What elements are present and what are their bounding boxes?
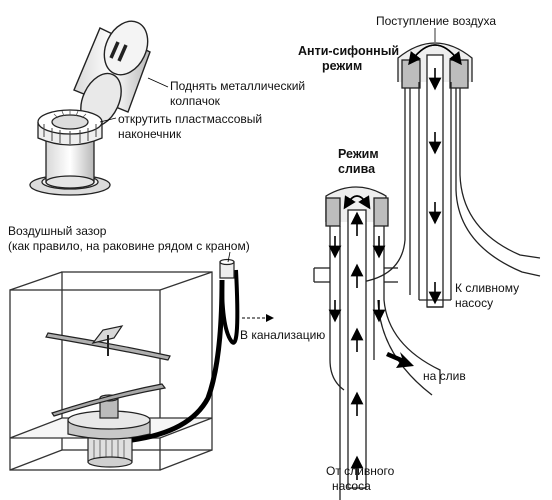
- lift-cap-label-line1: Поднять металлический: [170, 79, 306, 93]
- to-pump-label-line2: насосу: [455, 296, 494, 310]
- drain-mode-label-line1: Режим: [338, 147, 379, 161]
- from-pump-label-line1: От сливного: [326, 464, 395, 478]
- to-drain-arrow: [386, 352, 414, 368]
- from-pump-label-line2: насоса: [332, 479, 371, 493]
- anti-siphon-label-line1: Анти-сифонный: [298, 44, 400, 58]
- unscrew-label-line2: наконечник: [118, 127, 182, 141]
- drain-mode-label-line2: слива: [338, 162, 376, 176]
- anti-siphon-air-arrows: [408, 44, 462, 305]
- lift-cap-leader: [147, 77, 169, 88]
- unscrew-label-line1: открутить пластмассовый: [118, 112, 263, 126]
- drain-pump: [67, 394, 151, 468]
- to-sewer-label: В канализацию: [240, 328, 326, 342]
- plastic-tip: [29, 109, 111, 196]
- air-gap-label-line1: Воздушный зазор: [8, 224, 107, 238]
- air-gap-pointer: [227, 251, 231, 263]
- sewer-hose: [220, 269, 240, 345]
- metal-cap: [73, 20, 151, 128]
- air-gap-label-line2: (как правило, на раковине рядом с краном…: [8, 239, 250, 253]
- lift-cap-label-line2: колпачок: [170, 94, 220, 108]
- air-gap-fitting: [219, 258, 235, 279]
- unscrew-leader: [99, 117, 117, 123]
- to-pump-label-line1: К сливному: [455, 281, 520, 295]
- air-inlet-label: Поступление воздуха: [376, 14, 496, 28]
- spray-arms: [45, 325, 171, 417]
- to-drain-label: на слив: [423, 369, 466, 383]
- anti-siphon-label-line2: режим: [322, 59, 363, 73]
- drain-mode-assembly: [313, 186, 441, 500]
- drain-hose: [131, 279, 225, 443]
- drain-mode-flow-arrows: [328, 195, 386, 480]
